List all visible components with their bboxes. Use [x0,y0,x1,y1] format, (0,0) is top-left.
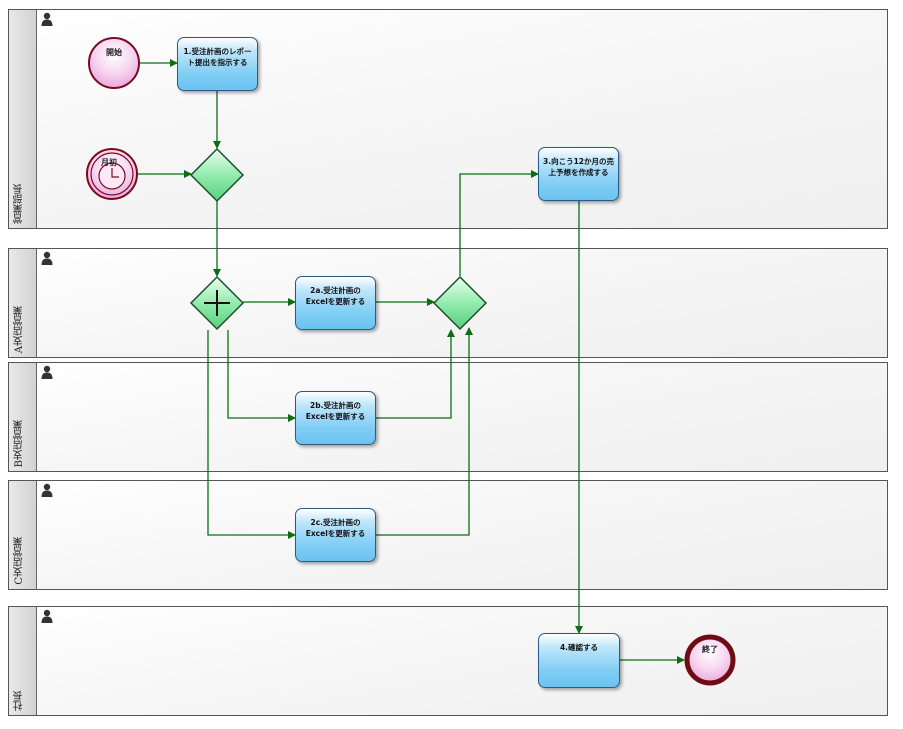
exclusive-gateway[interactable] [189,147,245,203]
clock-icon [98,162,126,190]
flow-task2c-to-merge [376,327,473,536]
lane-header: 営業部長 [9,10,37,228]
person-icon [41,609,53,623]
task-label: 3.向こう12か月の売上予想を作成する [543,157,615,177]
merge-gateway[interactable] [432,275,488,331]
task-create-forecast[interactable]: 3.向こう12か月の売上予想を作成する [538,147,619,201]
start-event-label: 開始 [106,48,122,57]
person-icon [41,483,53,497]
flow-parallel-to-task2c [207,330,296,539]
flow-task2b-to-merge [376,329,455,419]
task-label: 4.確認する [559,643,599,652]
task-update-excel-a[interactable]: 2a.受注計画のExcelを更新する [295,276,376,330]
task-label: 2c.受注計画のExcelを更新する [305,518,366,538]
timer-event-label: 月初 [101,158,117,167]
end-event[interactable] [684,634,736,686]
task-label: 1.受注計画のレポート提出を指示する [183,47,252,67]
flow-merge-to-task3 [459,170,539,276]
person-icon [41,251,53,265]
plus-icon [204,290,230,316]
lane-header: A支店営業 [9,249,37,357]
flow-parallel-to-task2b [227,330,296,422]
task-update-excel-c[interactable]: 2c.受注計画のExcelを更新する [295,508,376,562]
lane-president: 社長 [8,606,888,716]
task-request-report[interactable]: 1.受注計画のレポート提出を指示する [177,37,258,91]
start-event[interactable] [88,37,140,89]
end-event-label: 終了 [702,645,718,654]
lane-manager: 営業部長 [8,9,888,229]
task-confirm[interactable]: 4.確認する [538,633,620,688]
task-label: 2a.受注計画のExcelを更新する [305,286,366,306]
lane-header: C支店営業 [9,481,37,589]
lane-header: 社長 [9,607,37,715]
task-label: 2b.受注計画のExcelを更新する [305,401,366,421]
lane-branch-b: B支店営業 [8,362,888,472]
task-update-excel-b[interactable]: 2b.受注計画のExcelを更新する [295,391,376,445]
lane-header: B支店営業 [9,363,37,471]
person-icon [41,12,53,26]
person-icon [41,365,53,379]
